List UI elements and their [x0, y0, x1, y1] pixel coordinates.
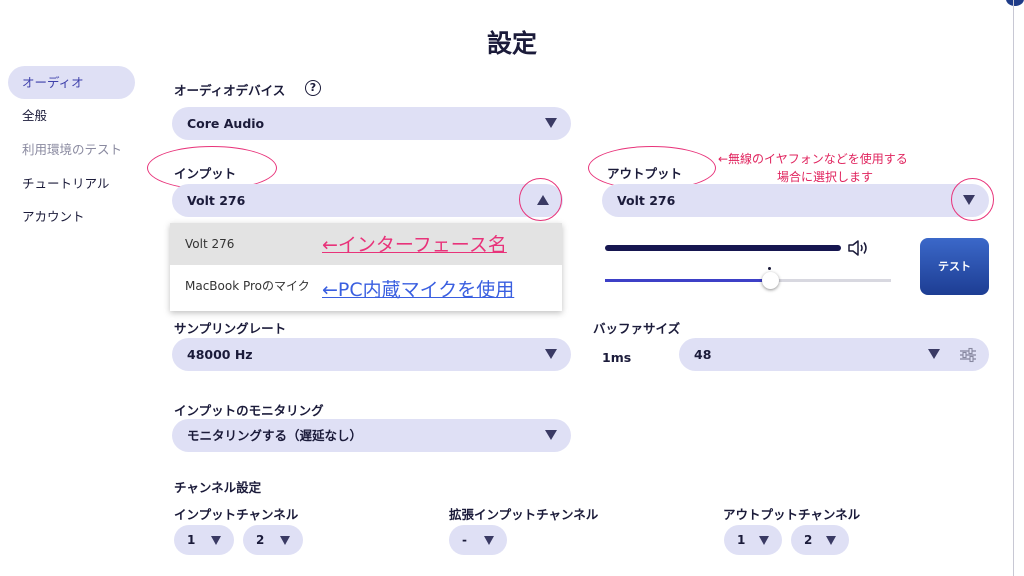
input-channel-2-value: 2 [256, 533, 265, 547]
output-channel-2-select[interactable]: 2 [791, 525, 849, 555]
monitoring-label: インプットのモニタリング [174, 403, 324, 418]
input-channels-label: インプットチャンネル [174, 507, 299, 522]
annotation-circle-input-arrow [519, 178, 562, 221]
sidebar-item-audio[interactable]: オーディオ [8, 66, 135, 99]
output-balance-fill [605, 279, 771, 282]
buffer-latency-text: 1ms [602, 350, 632, 365]
chevron-down-icon [826, 536, 836, 545]
chevron-down-icon [211, 536, 221, 545]
extended-input-channel-select[interactable]: - [449, 525, 507, 555]
buffer-size-label: バッファサイズ [593, 321, 681, 336]
audio-device-value: Core Audio [187, 116, 265, 131]
sidebar-item-tutorial[interactable]: チュートリアル [22, 176, 110, 191]
speaker-icon[interactable] [847, 238, 871, 262]
sampling-rate-value: 48000 Hz [187, 347, 253, 362]
channel-settings-label: チャンネル設定 [174, 480, 262, 495]
monitoring-value: モニタリングする（遅延なし） [187, 428, 363, 443]
chevron-down-icon [280, 536, 290, 545]
annotation-builtin-mic: ←PC内蔵マイクを使用 [322, 279, 515, 301]
sampling-rate-select[interactable]: 48000 Hz [172, 338, 571, 371]
monitoring-select[interactable]: モニタリングする（遅延なし） [172, 419, 571, 452]
page-title: 設定 [486, 29, 537, 58]
chevron-down-icon [928, 349, 940, 359]
output-channel-1-value: 1 [737, 533, 746, 547]
corner-badge [1006, 0, 1024, 6]
annotation-circle-output-arrow [951, 178, 994, 221]
chevron-down-icon [484, 536, 494, 545]
chevron-down-icon [545, 118, 557, 128]
center-tick-mark [768, 267, 771, 270]
annotation-interface-name: ←インターフェース名 [322, 234, 507, 256]
input-channel-1-value: 1 [187, 533, 196, 547]
output-select[interactable]: Volt 276 [602, 184, 989, 217]
chevron-down-icon [545, 349, 557, 359]
test-button[interactable]: テスト [920, 238, 989, 295]
dropdown-option-macbook-mic[interactable]: MacBook Proのマイク [185, 279, 310, 293]
sliders-icon[interactable] [959, 347, 977, 367]
input-value: Volt 276 [187, 193, 246, 208]
sidebar-item-general[interactable]: 全般 [22, 108, 48, 123]
extended-input-channel-value: - [462, 533, 467, 547]
buffer-size-select[interactable]: 48 [679, 338, 989, 371]
sidebar-item-environment-test[interactable]: 利用環境のテスト [22, 142, 123, 157]
output-channels-label: アウトプットチャンネル [723, 507, 861, 522]
input-dropdown-menu: Volt 276 MacBook Proのマイク [170, 223, 562, 311]
buffer-size-value: 48 [694, 347, 712, 362]
help-icon[interactable]: ? [305, 80, 321, 96]
input-select[interactable]: Volt 276 [172, 184, 563, 217]
chevron-down-icon [759, 536, 769, 545]
output-channel-2-value: 2 [804, 533, 813, 547]
window-edge [1013, 0, 1014, 576]
annotation-wireless-line1: ←無線のイヤフォンなどを使用する [718, 152, 908, 166]
output-value: Volt 276 [617, 193, 676, 208]
annotation-wireless-line2: 場合に選択します [776, 170, 873, 184]
audio-device-select[interactable]: Core Audio [172, 107, 571, 140]
dropdown-option-volt[interactable]: Volt 276 [170, 223, 562, 265]
output-channel-1-select[interactable]: 1 [724, 525, 782, 555]
volume-meter [605, 245, 841, 251]
extended-input-channels-label: 拡張インプットチャンネル [449, 507, 599, 522]
chevron-down-icon [545, 430, 557, 440]
input-channel-1-select[interactable]: 1 [174, 525, 234, 555]
sampling-rate-label: サンプリングレート [174, 321, 287, 336]
sidebar-item-account[interactable]: アカウント [22, 209, 85, 224]
audio-device-label: オーディオデバイス [174, 83, 286, 98]
input-channel-2-select[interactable]: 2 [243, 525, 303, 555]
output-slider-handle[interactable] [762, 272, 779, 289]
